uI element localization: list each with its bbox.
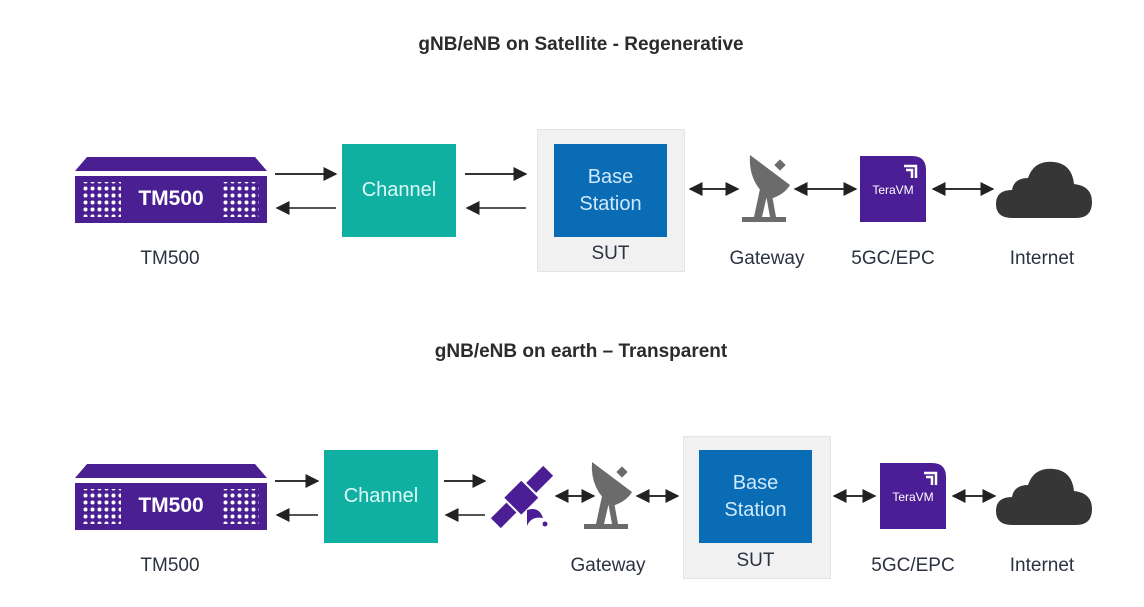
- diagram-2-title: gNB/eNB on earth – Transparent: [434, 341, 728, 362]
- channel-block: Channel: [342, 144, 456, 237]
- internet-label: Internet: [1009, 555, 1075, 576]
- cloud-icon: [996, 160, 1092, 218]
- sut-label: SUT: [591, 243, 630, 264]
- tm500-device-text: TM500: [138, 494, 204, 517]
- core-label: 5GC/EPC: [871, 555, 955, 576]
- base-station-line1: Base: [732, 471, 779, 494]
- tm500-label: TM500: [140, 248, 200, 269]
- tm500-device: TM500: [75, 464, 267, 530]
- satellite-dish-icon: [582, 462, 638, 532]
- satellite-icon: [487, 460, 557, 535]
- base-station-line2: Station: [579, 192, 642, 215]
- gateway-label: Gateway: [570, 555, 646, 576]
- internet-label: Internet: [1009, 248, 1075, 269]
- teravm-device: TeraVM: [880, 463, 946, 529]
- sut-label: SUT: [736, 550, 775, 571]
- base-station-line1: Base: [587, 165, 634, 188]
- base-station-line2: Station: [724, 498, 787, 521]
- base-station-block: Base Station: [554, 144, 667, 237]
- teravm-text: TeraVM: [872, 183, 914, 197]
- base-station-block: Base Station: [699, 450, 812, 543]
- tm500-device: TM500: [75, 157, 267, 223]
- channel-text: Channel: [343, 485, 419, 507]
- teravm-device: TeraVM: [860, 156, 926, 222]
- teravm-text: TeraVM: [892, 490, 934, 504]
- tm500-device-text: TM500: [138, 187, 204, 210]
- diagram-1-title: gNB/eNB on Satellite - Regenerative: [418, 34, 744, 55]
- cloud-icon: [996, 467, 1092, 525]
- gateway-label: Gateway: [729, 248, 805, 269]
- tm500-label: TM500: [140, 555, 200, 576]
- channel-text: Channel: [361, 179, 437, 201]
- core-label: 5GC/EPC: [851, 248, 935, 269]
- channel-block: Channel: [324, 450, 438, 543]
- satellite-dish-icon: [740, 155, 796, 225]
